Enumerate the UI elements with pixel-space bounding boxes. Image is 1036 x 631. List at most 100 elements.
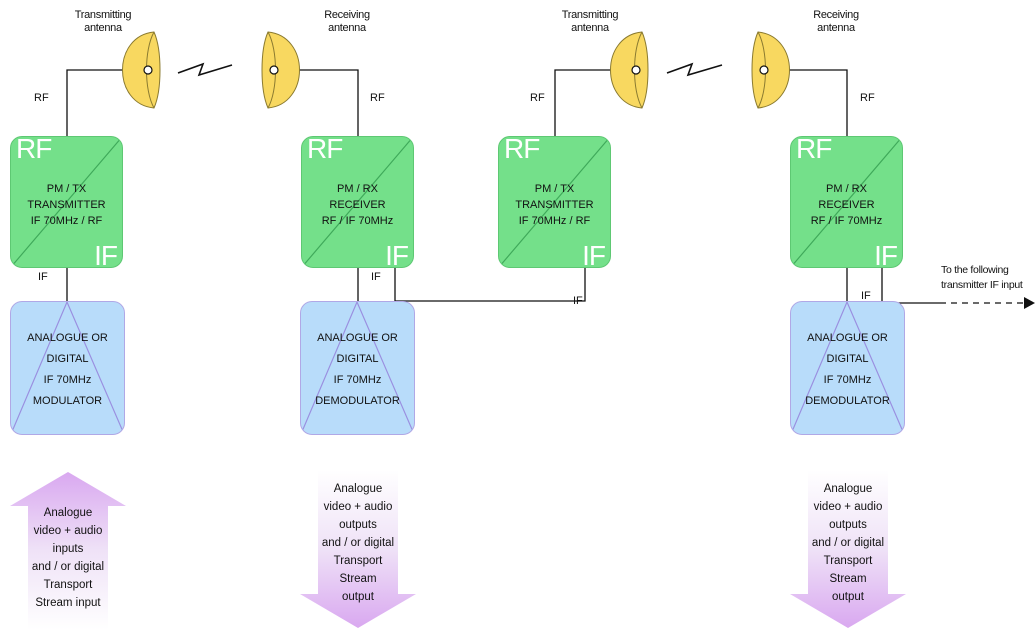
block-text: PM / RX RECEIVER RF / IF 70MHz — [791, 181, 902, 229]
transmitting-antenna-icon — [122, 31, 161, 109]
arrow-line: and / or digital — [31, 561, 105, 573]
arrow-line: Analogue — [43, 507, 93, 519]
if-corner-label: IF — [874, 240, 898, 268]
arrow-text: Analogue video + audio outputs and / or … — [298, 480, 418, 606]
rf-feed-line-2 — [290, 69, 359, 138]
if-corner-label: IF — [582, 240, 606, 268]
block-text: ANALOGUE OR DIGITAL IF 70MHz DEMODULATOR — [791, 328, 904, 412]
block-diagonal — [11, 302, 124, 434]
output-arrow: Analogue video + audio outputs and / or … — [298, 470, 418, 630]
receiving-antenna-icon — [751, 31, 790, 109]
following-line: transmitter IF input — [941, 279, 1023, 291]
arrow-line: inputs — [52, 543, 84, 555]
rf-signal-label: RF — [530, 92, 545, 104]
block-line: RF / IF 70MHz — [321, 215, 394, 227]
if-signal-label: IF — [38, 271, 48, 283]
block-diagonal — [301, 302, 414, 434]
block-line: IF 70MHz — [333, 374, 382, 386]
block-line: MODULATOR — [32, 395, 103, 407]
block-text: PM / TX TRANSMITTER IF 70MHz / RF — [499, 181, 610, 229]
rf-corner-label: RF — [796, 136, 832, 164]
block-text: PM / RX RECEIVER RF / IF 70MHz — [302, 181, 413, 229]
block-text: PM / TX TRANSMITTER IF 70MHz / RF — [11, 181, 122, 229]
block-line: IF 70MHz / RF — [30, 215, 103, 227]
if-signal-label: IF — [371, 271, 381, 283]
block-line: PM / RX — [337, 183, 378, 195]
rf-signal-label: RF — [34, 92, 49, 104]
block-text: ANALOGUE OR DIGITAL IF 70MHz MODULATOR — [11, 328, 124, 412]
block-line: DIGITAL — [46, 353, 89, 365]
block-line: RF / IF 70MHz — [810, 215, 883, 227]
down-arrow-shape — [790, 470, 906, 628]
arrow-line: Analogue — [823, 483, 873, 495]
block-line: PM / TX — [46, 183, 87, 195]
block-line: DEMODULATOR — [315, 395, 400, 407]
block-line: TRANSMITTER — [515, 199, 594, 211]
block-line: DIGITAL — [826, 353, 869, 365]
block-line: RECEIVER — [818, 199, 875, 211]
rf-feed-line-3 — [554, 69, 614, 138]
receiving-antenna-icon — [261, 31, 300, 109]
arrow-line: outputs — [829, 519, 867, 531]
block-line: DEMODULATOR — [805, 395, 890, 407]
antenna-label-transmitting: Transmitting antenna — [561, 9, 619, 34]
following-transmitter-label: To the following transmitter IF input — [941, 263, 1036, 293]
block-line: PM / RX — [826, 183, 867, 195]
rf-corner-label: RF — [16, 136, 52, 164]
block-line: IF 70MHz — [823, 374, 872, 386]
arrow-line: Transport — [823, 555, 873, 567]
arrow-line: video + audio — [813, 501, 883, 513]
block-diagonal — [499, 137, 610, 267]
demodulator-block: ANALOGUE OR DIGITAL IF 70MHz DEMODULATOR — [300, 301, 415, 435]
arrow-line: and / or digital — [321, 537, 395, 549]
arrow-line: Transport — [333, 555, 383, 567]
modulator-block: ANALOGUE OR DIGITAL IF 70MHz MODULATOR — [10, 301, 125, 435]
if-corner-label: IF — [385, 240, 409, 268]
block-line: ANALOGUE OR — [317, 332, 398, 344]
arrow-text: Analogue video + audio outputs and / or … — [788, 480, 908, 606]
rf-signal-label: RF — [860, 92, 875, 104]
transmitting-antenna-icon — [610, 31, 649, 109]
up-arrow-shape — [10, 472, 126, 630]
input-arrow: Analogue video + audio inputs and / or d… — [8, 470, 128, 630]
following-arrowhead — [1024, 297, 1035, 309]
rf-feed-line-1 — [66, 69, 125, 138]
block-line: TRANSMITTER — [27, 199, 106, 211]
arrow-line: output — [832, 591, 864, 603]
block-line: IF 70MHz / RF — [518, 215, 591, 227]
rf-block-transmitter: RF PM / TX TRANSMITTER IF 70MHz / RF IF — [10, 136, 123, 268]
arrow-line: Analogue — [333, 483, 383, 495]
if-link-line — [394, 268, 586, 302]
down-arrow-shape — [300, 470, 416, 628]
arrow-line: Stream — [829, 573, 867, 585]
block-line: ANALOGUE OR — [27, 332, 108, 344]
rf-corner-label: RF — [504, 136, 540, 164]
arrow-line: Stream — [339, 573, 377, 585]
block-line: IF 70MHz — [43, 374, 92, 386]
block-diagonal — [302, 137, 413, 267]
rf-feed-line-4 — [780, 69, 848, 138]
if-signal-label: IF — [861, 290, 871, 302]
arrow-line: video + audio — [33, 525, 103, 537]
arrow-line: outputs — [339, 519, 377, 531]
block-diagonal — [11, 137, 122, 267]
rf-block-receiver: RF PM / RX RECEIVER RF / IF 70MHz IF — [790, 136, 903, 268]
block-diagonal — [791, 137, 902, 267]
antenna-label-receiving: Receiving antenna — [324, 9, 370, 34]
arrow-line: output — [342, 591, 374, 603]
antenna-label-receiving: Receiving antenna — [813, 9, 859, 34]
radio-link-2 — [666, 62, 723, 77]
arrow-line: video + audio — [323, 501, 393, 513]
arrow-line: and / or digital — [811, 537, 885, 549]
block-line: ANALOGUE OR — [807, 332, 888, 344]
following-line: To the following — [941, 264, 1009, 276]
output-arrow: Analogue video + audio outputs and / or … — [788, 470, 908, 630]
block-line: DIGITAL — [336, 353, 379, 365]
if-signal-label: IF — [573, 295, 583, 307]
rf-corner-label: RF — [307, 136, 343, 164]
block-line: PM / TX — [534, 183, 575, 195]
rf-signal-label: RF — [370, 92, 385, 104]
demodulator-block: ANALOGUE OR DIGITAL IF 70MHz DEMODULATOR — [790, 301, 905, 435]
if-corner-label: IF — [94, 240, 118, 268]
